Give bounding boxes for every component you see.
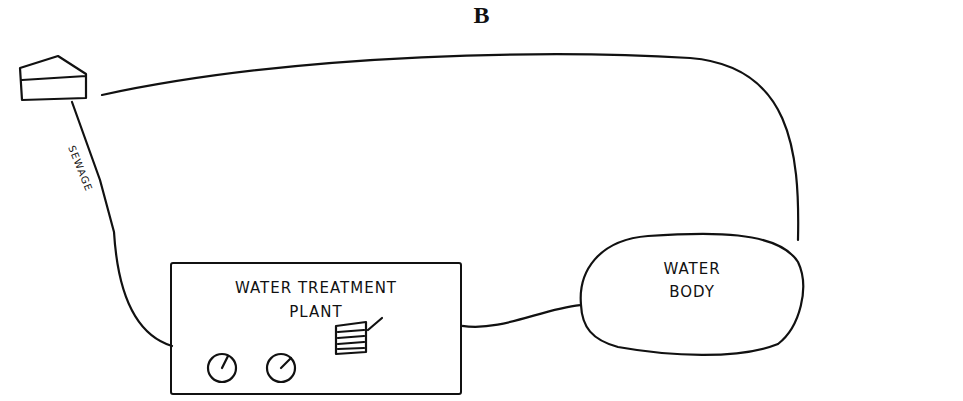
diagram-title: B: [0, 2, 963, 29]
house-icon: [20, 56, 86, 100]
connector-line: [462, 305, 580, 327]
water-body-blob: WATER BODY: [578, 232, 806, 358]
sewage-line: [72, 102, 172, 346]
dial: [267, 354, 295, 382]
filter-icon: [336, 318, 382, 354]
process-box: WATER TREATMENT PLANT: [170, 262, 462, 395]
dial-needle: [222, 356, 228, 368]
supply-line: [102, 54, 798, 240]
node-label: WATER TREATMENT PLANT: [206, 276, 426, 324]
dial: [208, 354, 236, 382]
dial-needle: [281, 358, 291, 368]
node-label: WATER BODY: [642, 258, 742, 303]
